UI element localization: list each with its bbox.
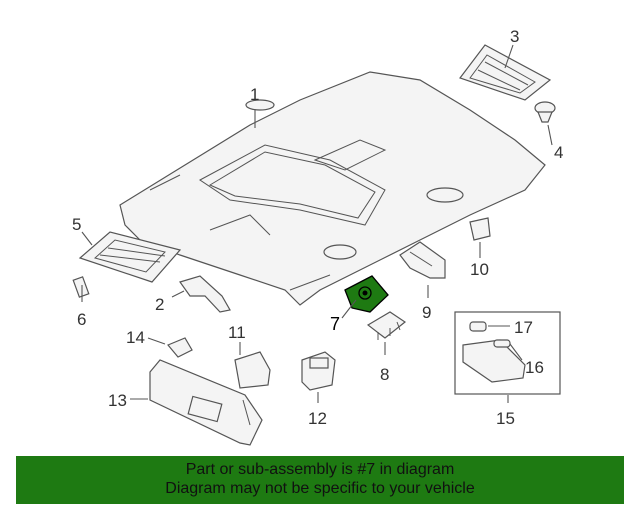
callout-3: 3 [510, 27, 519, 46]
headliner-part [119, 71, 546, 306]
callout-6: 6 [77, 310, 86, 329]
callout-10: 10 [470, 260, 489, 279]
lamp-kit-box [454, 311, 561, 395]
visor-clip-part [167, 337, 193, 358]
overhead-console-part [459, 44, 552, 101]
dome-lamp-part [78, 231, 182, 283]
bracket-part [366, 311, 407, 340]
callout-11: 11 [228, 323, 246, 342]
sun-visor-part [149, 359, 263, 446]
callout-4: 4 [554, 143, 563, 162]
callout-15: 15 [496, 409, 515, 428]
callout-12: 12 [308, 409, 327, 428]
lens-part [72, 276, 90, 298]
info-banner: Part or sub-assembly is #7 in diagram Di… [16, 456, 624, 504]
leader-lines [81, 44, 553, 403]
handle-bracket-part [399, 241, 446, 279]
callout-14: 14 [126, 328, 145, 347]
grab-handle-part [179, 275, 231, 313]
callout-17: 17 [514, 318, 533, 337]
highlighted-lamp-part [344, 275, 389, 313]
callout-5: 5 [72, 215, 81, 234]
clip-part [534, 101, 556, 123]
hook-part [234, 351, 271, 389]
callout-13: 13 [108, 391, 127, 410]
callout-8: 8 [380, 365, 389, 384]
callout-7: 7 [330, 314, 340, 334]
callout-16: 16 [525, 358, 544, 377]
parts-diagram: 1 2 3 4 5 6 7 8 9 10 11 12 13 14 15 16 1… [72, 27, 563, 446]
clip-10-part [469, 217, 491, 241]
banner-line-1: Part or sub-assembly is #7 in diagram [185, 461, 455, 478]
banner-line-2: Diagram may not be specific to your vehi… [165, 480, 475, 497]
switch-part [301, 351, 336, 391]
callout-1: 1 [250, 85, 259, 104]
callout-2: 2 [155, 295, 164, 314]
callout-9: 9 [422, 303, 431, 322]
